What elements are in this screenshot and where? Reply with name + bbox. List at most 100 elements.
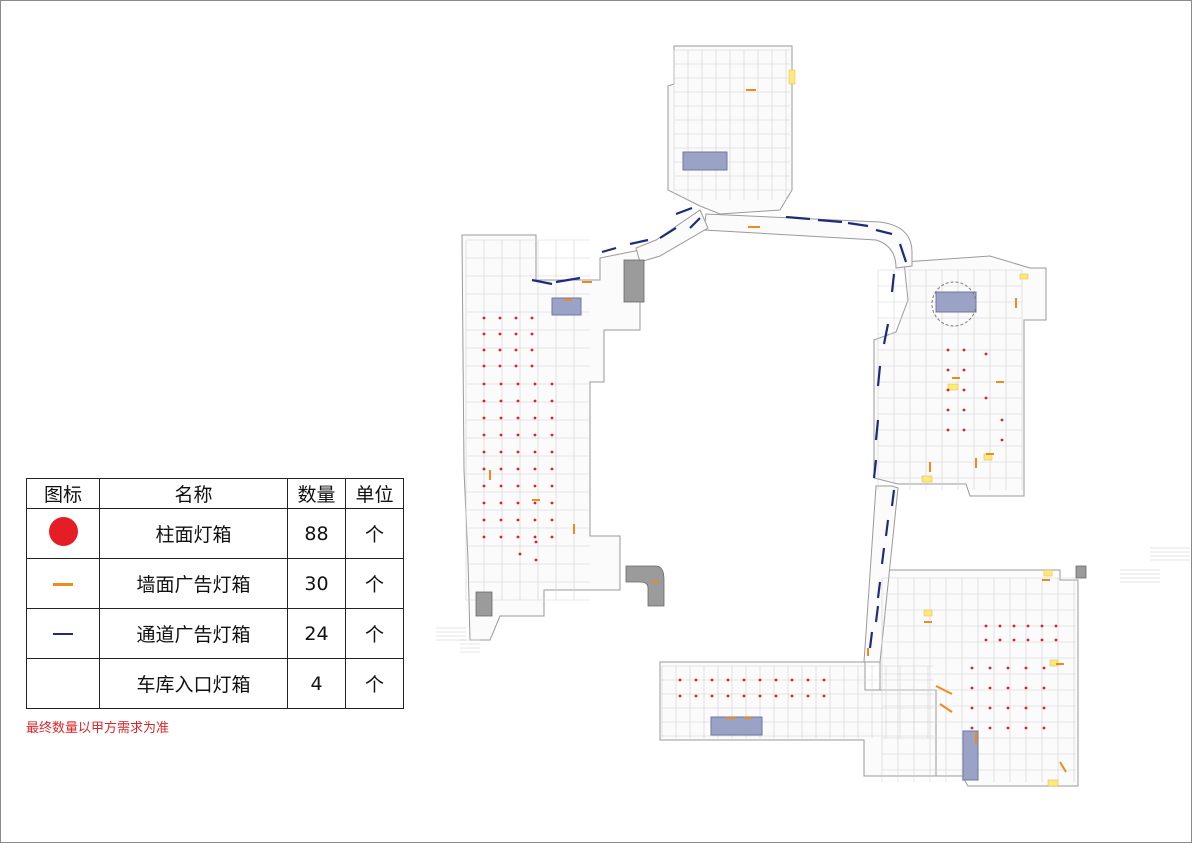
column-light-box-dot xyxy=(550,501,554,505)
column-light-box-dot xyxy=(550,382,554,386)
column-light-box-dot xyxy=(550,535,554,539)
column-light-box-dot xyxy=(533,433,537,437)
column-light-box-dot xyxy=(516,399,520,403)
column-light-box-dot xyxy=(710,678,714,682)
column-light-box-dot xyxy=(1024,706,1028,710)
column-light-box-dot xyxy=(482,535,486,539)
column-light-box-dot xyxy=(1006,666,1010,670)
column-light-box-dot xyxy=(962,368,966,372)
column-light-box-dot xyxy=(499,501,503,505)
column-light-box-dot xyxy=(962,348,966,352)
column-light-box-dot xyxy=(533,382,537,386)
column-light-box-dot xyxy=(498,316,502,320)
column-light-box-dot xyxy=(998,624,1002,628)
legend-name: 墙面广告灯箱 xyxy=(99,558,288,609)
legend-header-count: 数量 xyxy=(287,478,346,509)
column-light-box-dot xyxy=(530,316,534,320)
legend-count: 4 xyxy=(287,658,346,709)
column-light-box-dot xyxy=(970,686,974,690)
legend-row: 柱面灯箱 88 个 xyxy=(26,508,404,559)
column-light-box-dot xyxy=(499,382,503,386)
column-light-box-dot xyxy=(1040,624,1044,628)
wall-light-box-dash xyxy=(1059,761,1067,773)
passage-light-box-dash xyxy=(874,605,880,623)
zone-southwest xyxy=(659,661,937,777)
legend-unit: 个 xyxy=(345,658,404,709)
column-light-box-dot xyxy=(518,552,522,556)
column-light-box-dot xyxy=(1000,418,1004,422)
column-light-box-dot xyxy=(550,467,554,471)
column-light-box-dot xyxy=(499,484,503,488)
legend-row: 墙面广告灯箱 30 个 xyxy=(26,558,404,609)
garage-entrance-ramp-2 xyxy=(625,565,665,607)
passage-light-box-dash xyxy=(785,215,811,221)
column-light-box-dot xyxy=(550,450,554,454)
passage-light-box-dash xyxy=(817,218,843,224)
column-light-box-dot xyxy=(482,382,486,386)
column-light-box-dot xyxy=(710,694,714,698)
passage-light-box-dash xyxy=(531,278,553,286)
column-light-box-dot xyxy=(946,348,950,352)
column-light-box-dot xyxy=(533,535,537,539)
column-light-box-dot xyxy=(988,666,992,670)
legend-icon-cell xyxy=(26,508,100,559)
column-light-box-dot xyxy=(533,450,537,454)
column-light-box-dot xyxy=(516,450,520,454)
column-light-box-dot xyxy=(498,348,502,352)
column-light-box-dot xyxy=(1042,686,1046,690)
column-light-box-dot xyxy=(998,638,1002,642)
passage-light-box-dash xyxy=(868,631,874,649)
column-light-box-dot xyxy=(694,694,698,698)
column-light-box-dot xyxy=(482,518,486,522)
column-light-box-dot xyxy=(946,408,950,412)
shaded-block-southwest xyxy=(710,716,763,736)
passage-light-box-dash xyxy=(898,243,908,263)
legend-count: 88 xyxy=(287,508,346,559)
column-light-box-dot xyxy=(962,408,966,412)
column-light-box-dot xyxy=(499,535,503,539)
yellow-mark xyxy=(1043,569,1053,577)
column-light-box-dot xyxy=(962,428,966,432)
passage-light-box-dash xyxy=(555,276,581,284)
column-light-box-dot xyxy=(499,518,503,522)
wall-light-box-dash xyxy=(939,703,953,713)
column-light-box-dot xyxy=(530,332,534,336)
yellow-mark xyxy=(923,609,933,617)
yellow-mark xyxy=(921,475,933,483)
column-light-box-dot xyxy=(970,666,974,670)
column-light-box-dot xyxy=(516,467,520,471)
column-light-box-dot xyxy=(1026,624,1030,628)
column-light-box-dot xyxy=(550,484,554,488)
column-light-box-dot xyxy=(1042,666,1046,670)
yellow-mark xyxy=(947,383,959,391)
column-light-box-dot xyxy=(694,678,698,682)
legend-row: 通道广告灯箱 24 个 xyxy=(26,608,404,659)
column-light-box-dot xyxy=(516,416,520,420)
passage-light-box-dash xyxy=(872,459,878,479)
column-light-box-dot xyxy=(946,428,950,432)
column-light-box-dot xyxy=(790,678,794,682)
legend-header-row: 图标 名称 数量 单位 xyxy=(26,478,404,509)
passage-light-box-dash xyxy=(876,581,882,599)
column-light-box-dot xyxy=(988,706,992,710)
column-light-box-dot xyxy=(984,352,988,356)
column-light-box-dot xyxy=(758,694,762,698)
column-light-box-dot xyxy=(516,433,520,437)
column-light-box-dot xyxy=(790,694,794,698)
column-light-box-dot xyxy=(946,388,950,392)
shaded-block-north xyxy=(682,151,728,171)
column-light-box-dot xyxy=(482,467,486,471)
corridor-west xyxy=(635,209,709,263)
column-light-box-dot xyxy=(516,501,520,505)
column-light-box-dot xyxy=(1024,686,1028,690)
column-light-box-dot xyxy=(988,726,992,730)
column-light-box-dot xyxy=(1012,624,1016,628)
garage-entrance-ramp-4 xyxy=(1075,565,1087,579)
column-light-box-dot xyxy=(482,433,486,437)
column-light-box-dot xyxy=(534,540,538,544)
navy-dash-icon xyxy=(53,633,73,635)
column-light-box-dot xyxy=(533,501,537,505)
column-light-box-dot xyxy=(482,484,486,488)
column-light-box-dot xyxy=(758,678,762,682)
column-light-box-dot xyxy=(1024,726,1028,730)
